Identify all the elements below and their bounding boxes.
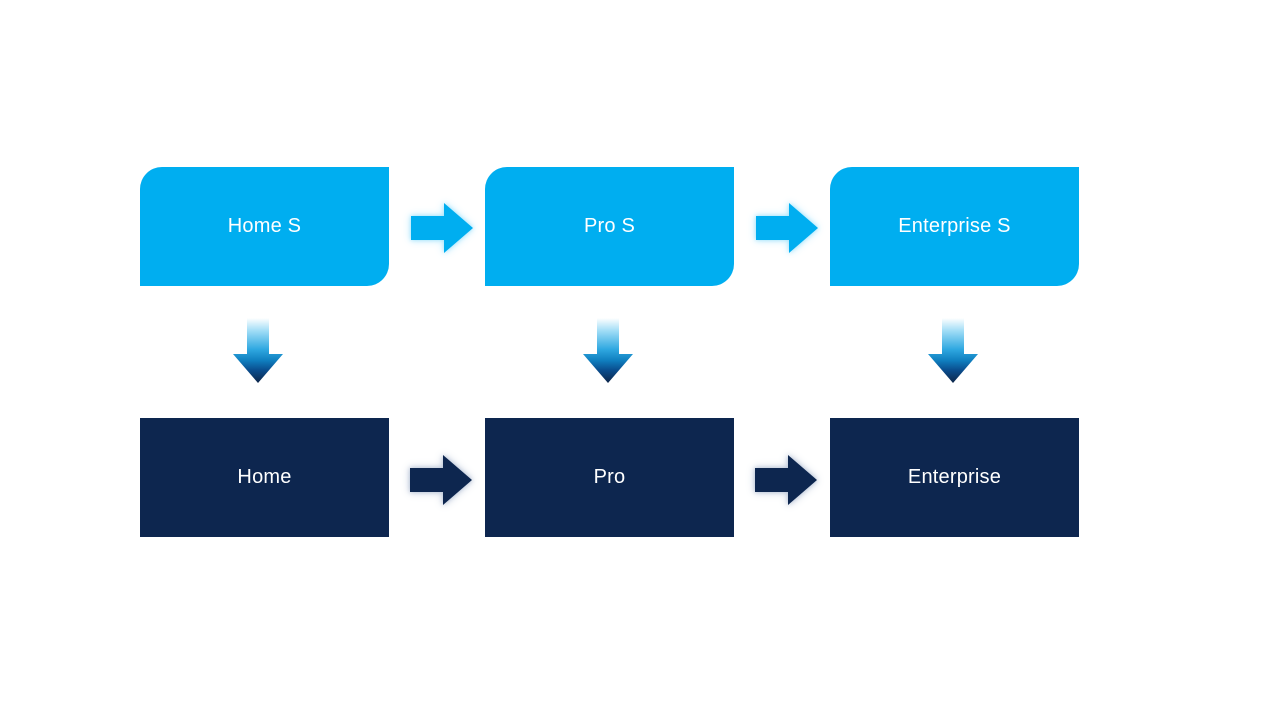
down-arrow-icon [583,318,633,383]
node-label: Home [237,466,292,488]
right-arrow-icon [755,455,817,505]
right-arrow-icon [756,203,818,253]
node-enterprise: Enterprise [830,418,1079,537]
node-pro-s: Pro S [485,167,734,286]
node-home-s: Home S [140,167,389,286]
node-label: Pro [593,466,626,488]
right-arrow-icon [411,203,473,253]
node-home: Home [140,418,389,537]
down-arrow-icon [928,318,978,383]
node-label: Pro S [583,215,636,237]
node-label: Home S [227,215,302,237]
down-arrow-icon [233,318,283,383]
node-enterprise-s: Enterprise S [830,167,1079,286]
node-label: Enterprise S [898,215,1011,237]
node-label: Enterprise [907,466,1002,488]
right-arrow-icon [410,455,472,505]
node-pro: Pro [485,418,734,537]
